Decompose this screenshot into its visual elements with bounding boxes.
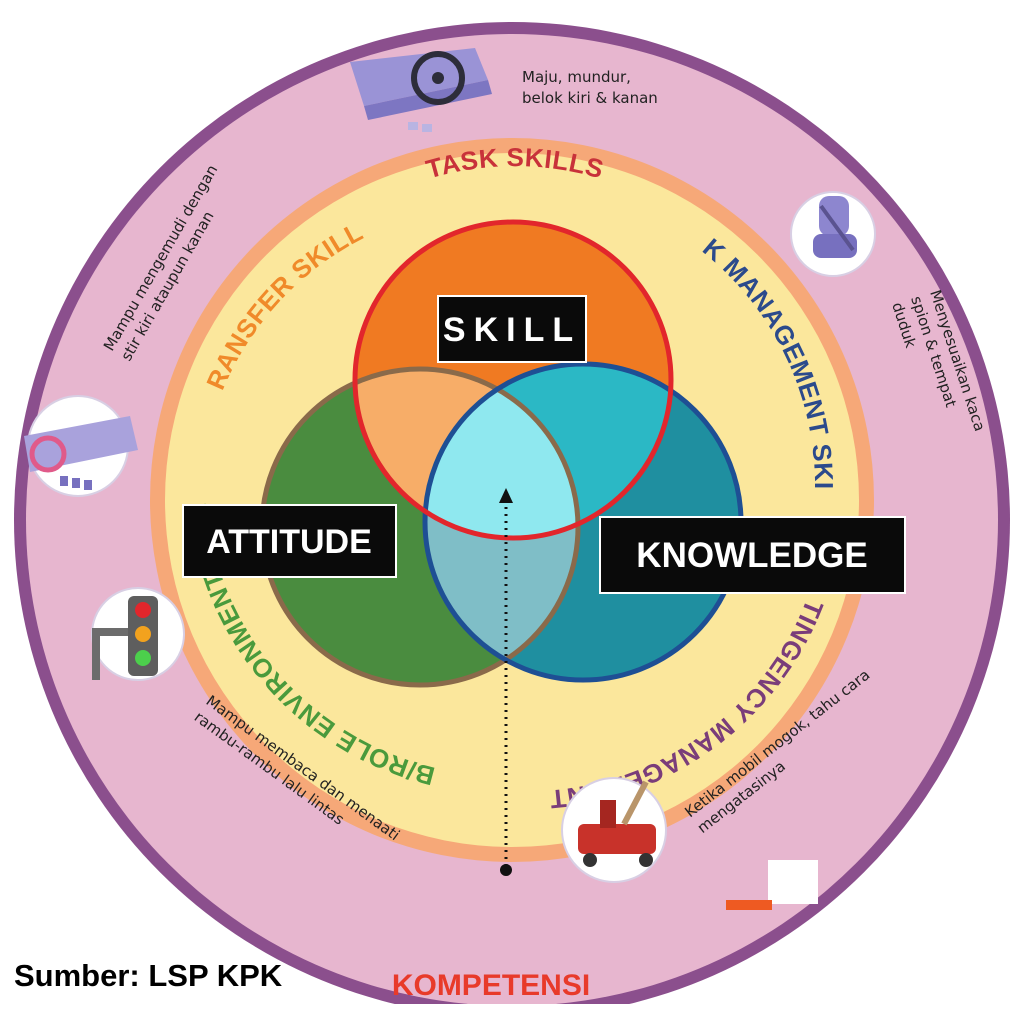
attitude-box [182, 504, 397, 578]
white-patch [768, 860, 818, 904]
skill-label: SKILL [443, 311, 581, 349]
skill-outline [352, 219, 674, 541]
note-maju: Maju, mundur, belok kiri & kanan [522, 68, 658, 107]
skill-box [437, 295, 587, 363]
knowledge-box [599, 516, 906, 594]
car-jack-icon [561, 777, 667, 883]
dashboard-icon [350, 48, 492, 132]
pointer-dot [500, 864, 512, 876]
knowledge-label: KNOWLEDGE [636, 536, 867, 575]
steering-wheel-icon [24, 395, 138, 497]
car-seat-icon [790, 191, 876, 277]
kompetensi-label: KOMPETENSI [392, 969, 590, 1002]
arrow-head-icon [499, 488, 513, 503]
source-note: Sumber: LSP KPK [14, 958, 283, 993]
attitude-label: ATTITUDE [206, 523, 372, 561]
orange-bar [726, 900, 772, 910]
traffic-light-icon [91, 587, 185, 681]
